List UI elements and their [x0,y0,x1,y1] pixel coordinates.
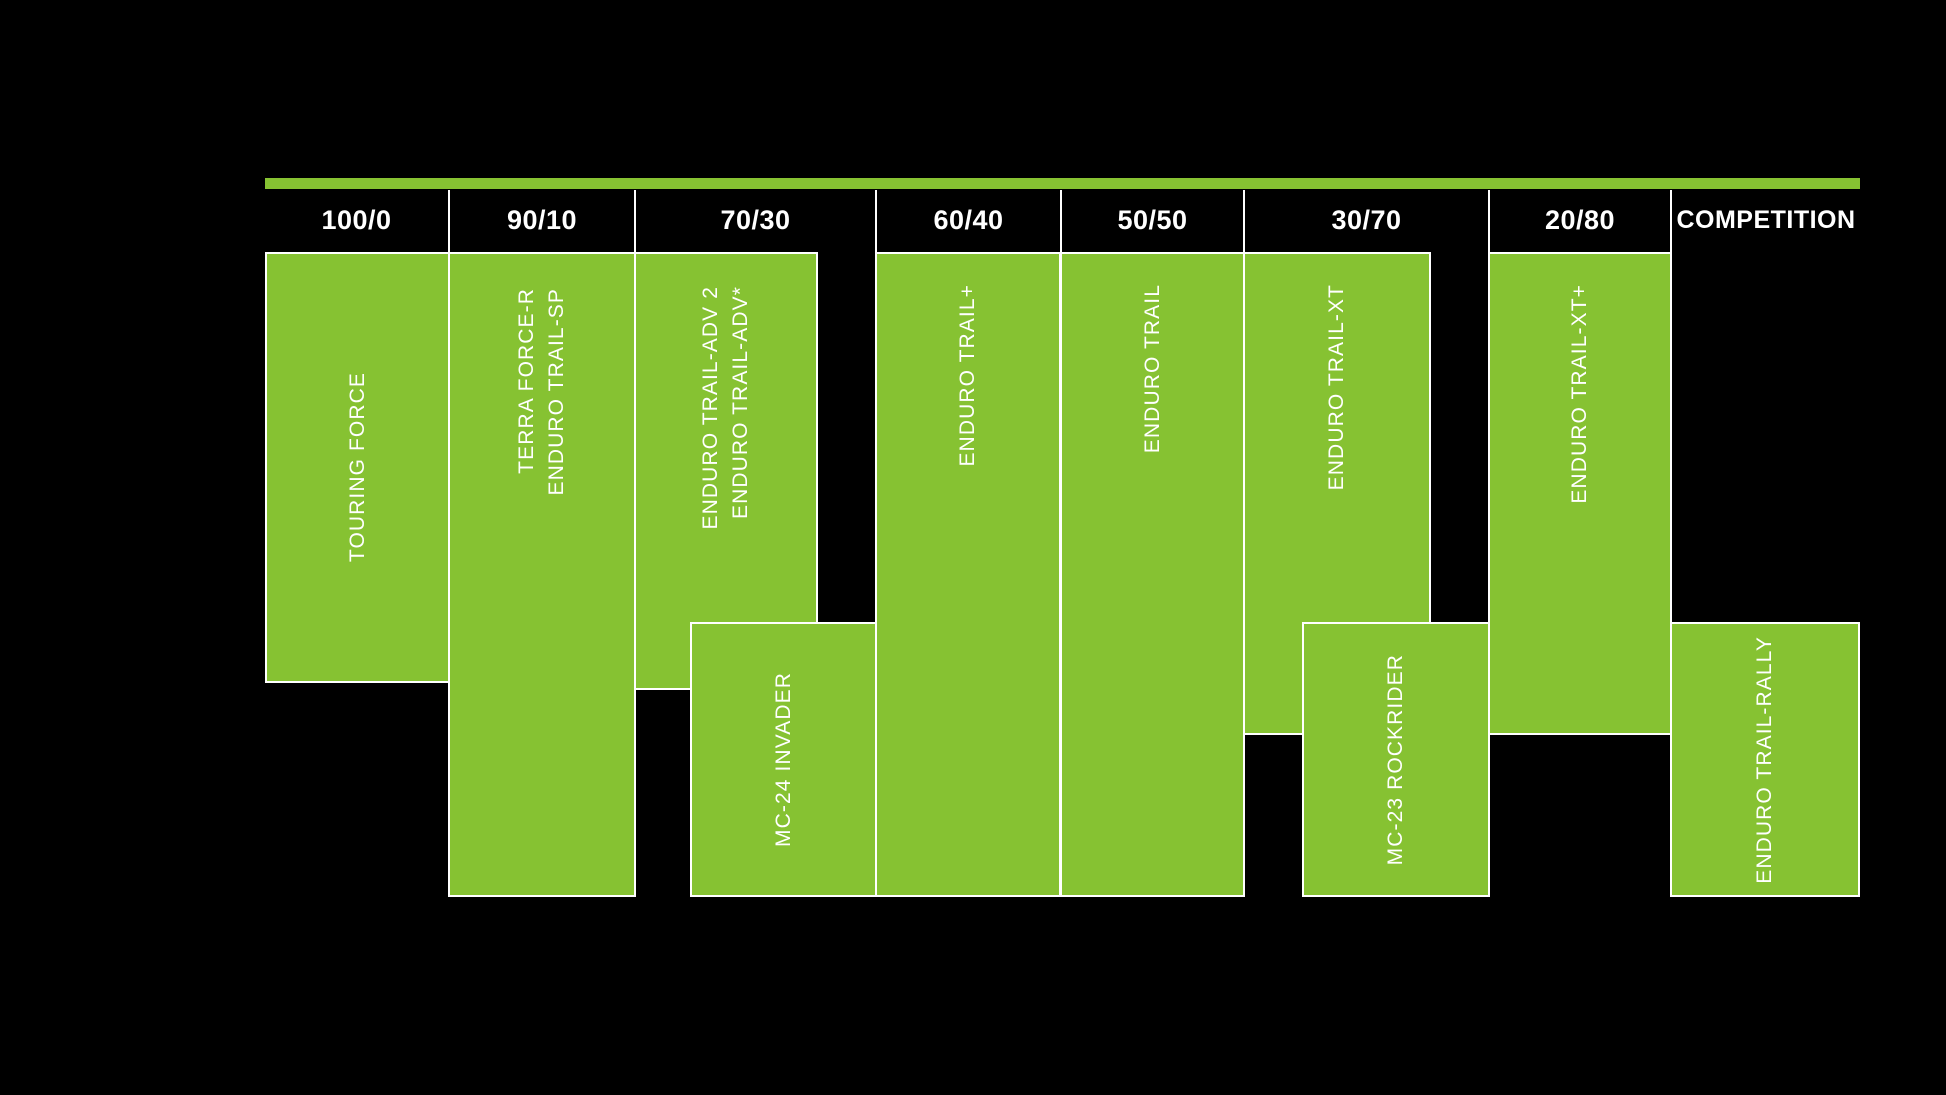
bar-mc-23-rockrider[interactable]: MC-23 ROCKRIDER [1302,622,1490,897]
header-divider-7 [1670,190,1672,252]
bar-label-enduro-trail-xt: ENDURO TRAIL-XT [1325,284,1348,491]
bar-enduro-trail[interactable]: ENDURO TRAIL [1060,252,1245,897]
header-cell-90-10: 90/10 [450,190,634,250]
header-cell-70-30: 70/30 [636,190,875,250]
header-cell-competition: COMPETITION [1672,190,1860,250]
bar-label-enduro-trail-xt-plus: ENDURO TRAIL-XT+ [1568,284,1591,504]
bar-touring-force[interactable]: TOURING FORCE [265,252,450,683]
header-label: 90/10 [506,204,578,235]
header-label: 30/70 [1331,204,1402,235]
bar-label-enduro-trail-sp: ENDURO TRAIL-SP [545,288,568,496]
header-divider-2 [634,190,636,252]
top-accent-rule [265,178,1860,189]
bar-label-terra-force-r: TERRA FORCE-R [515,288,538,474]
header-label: COMPETITION [1676,205,1856,234]
bar-mc-24-invader[interactable]: MC-24 INVADER [690,622,877,897]
header-cell-100-0: 100/0 [265,190,448,250]
bar-divider-60-40-50-50 [1059,252,1061,897]
header-divider-5 [1243,190,1245,252]
header-cell-50-50: 50/50 [1062,190,1243,250]
bar-label-enduro-trail-adv: ENDURO TRAIL-ADV* [729,286,752,520]
bar-label-mc-23-rockrider: MC-23 ROCKRIDER [1384,653,1407,866]
header-label: 50/50 [1117,204,1188,235]
bar-enduro-trail-adv[interactable]: ENDURO TRAIL-ADV 2 ENDURO TRAIL-ADV* [634,252,818,690]
bar-enduro-trail-plus[interactable]: ENDURO TRAIL+ [875,252,1061,897]
header-label: 70/30 [720,204,791,235]
header-label: 60/40 [933,204,1004,235]
bar-terra-force-r-enduro-trail-sp[interactable]: TERRA FORCE-R ENDURO TRAIL-SP [448,252,636,897]
header-divider-4 [1060,190,1062,252]
bar-label-enduro-trail: ENDURO TRAIL [1140,284,1164,454]
header-divider-1 [448,190,450,252]
bar-enduro-trail-xt-plus[interactable]: ENDURO TRAIL-XT+ [1488,252,1672,735]
bar-label-enduro-trail-adv-2: ENDURO TRAIL-ADV 2 [699,286,722,530]
header-divider-6 [1488,190,1490,252]
bar-label-touring-force: TOURING FORCE [345,372,369,563]
header-cell-30-70: 30/70 [1245,190,1488,250]
header-label: 20/80 [1544,204,1616,235]
bar-label-mc-24-invader: MC-24 INVADER [771,672,795,847]
header-label: 100/0 [321,204,392,235]
bar-label-enduro-trail-rally: ENDURO TRAIL-RALLY [1753,635,1776,884]
header-cell-20-80: 20/80 [1490,190,1670,250]
bar-label-enduro-trail-plus: ENDURO TRAIL+ [956,284,979,467]
bar-enduro-trail-rally[interactable]: ENDURO TRAIL-RALLY [1670,622,1860,897]
header-cell-60-40: 60/40 [877,190,1060,250]
header-divider-3 [875,190,877,252]
